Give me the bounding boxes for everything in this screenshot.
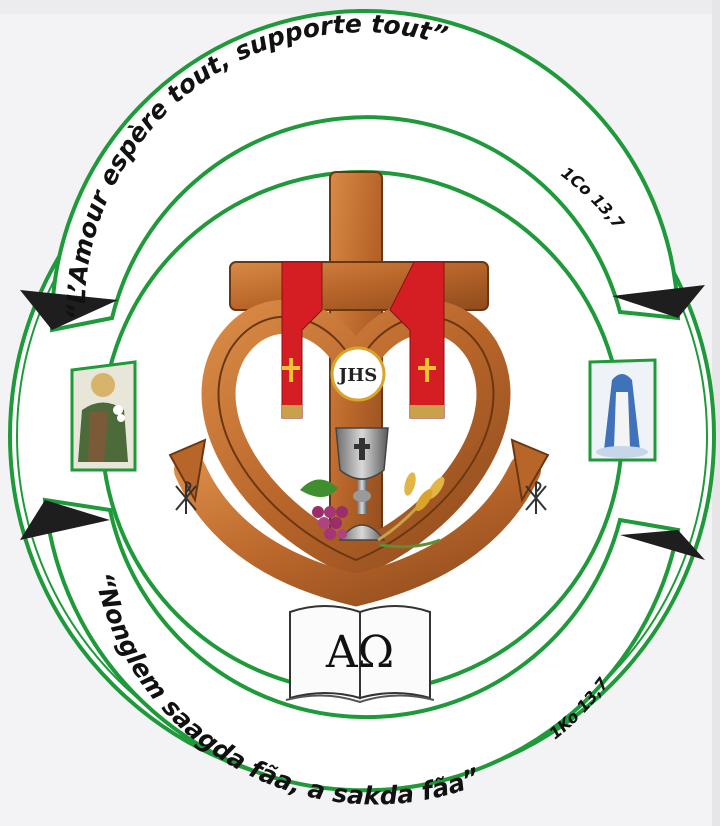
chalice-icon (335, 427, 389, 541)
anchor-arms (168, 438, 550, 607)
alpha-omega-book: ΑΩ (285, 605, 435, 704)
right-strip (712, 0, 720, 826)
cross-left-icon (282, 358, 300, 382)
virgin-mary-image (588, 358, 657, 462)
chi-rho-symbol (175, 481, 547, 514)
top-strip (0, 0, 720, 14)
saint-joseph-image (70, 360, 137, 472)
grapes-icon (300, 479, 348, 540)
cross-right-icon (418, 358, 436, 382)
bottom-banner (20, 497, 705, 793)
alpha-omega-letters: ΑΩ (325, 627, 394, 678)
jhs-host: JHS (330, 346, 386, 402)
top-banner (20, 8, 705, 333)
red-stole (281, 261, 445, 419)
jhs-monogram: JHS (337, 365, 378, 386)
wheat-icon (377, 472, 445, 549)
